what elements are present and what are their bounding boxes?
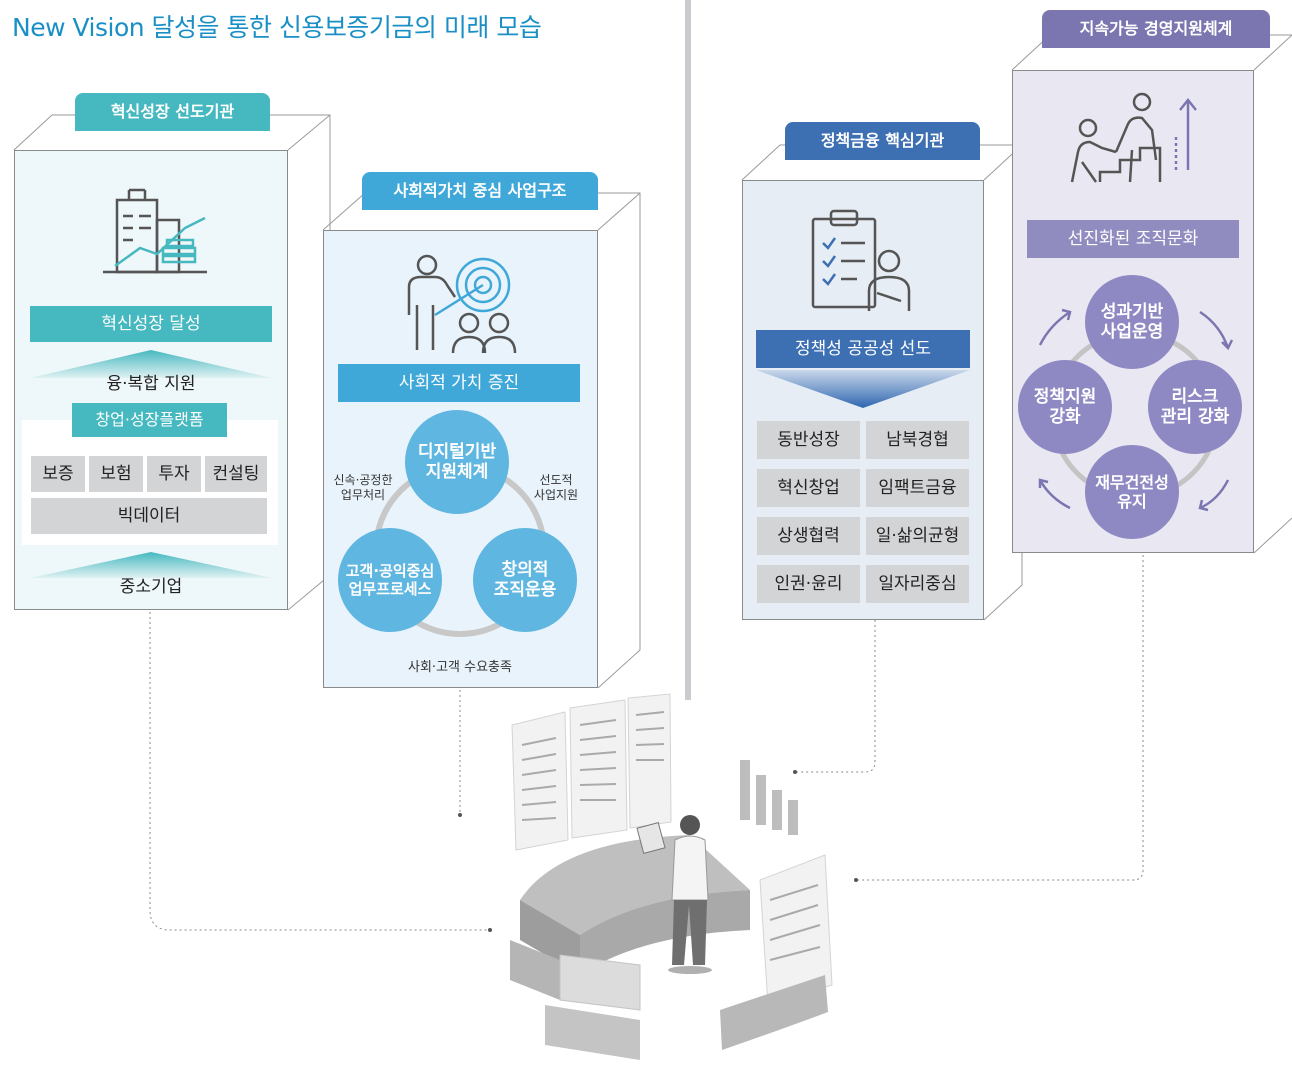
panel2-bar: 사회적 가치 증진 bbox=[338, 364, 580, 402]
panel3-tab: 정책금융 핵심기관 bbox=[785, 122, 980, 160]
panel3-item: 동반성장 bbox=[757, 421, 860, 459]
panel4-circle-policy: 정책지원 강화 bbox=[1018, 360, 1112, 454]
panel1-item: 투자 bbox=[147, 456, 201, 492]
panel1-item: 컨설팅 bbox=[205, 456, 267, 492]
panel3-item: 일자리중심 bbox=[866, 565, 969, 603]
panel2-tab: 사회적가치 중심 사업구조 bbox=[362, 172, 598, 210]
panel3-item: 인권·윤리 bbox=[757, 565, 860, 603]
panel3-bar: 정책성 공공성 선도 bbox=[756, 330, 970, 368]
panel1-tab: 혁신성장 선도기관 bbox=[75, 93, 270, 131]
panel2-circle-creative: 창의적 조직운용 bbox=[473, 528, 577, 632]
panel1-arrow-label: 융·복합 지원 bbox=[106, 374, 196, 394]
panel3-item: 남북경협 bbox=[866, 421, 969, 459]
panel1-bar: 혁신성장 달성 bbox=[30, 306, 272, 342]
page-title: New Vision 달성을 통한 신용보증기금의 미래 모습 bbox=[12, 13, 542, 42]
panel2-label-bottom: 사회·고객 수요충족 bbox=[408, 660, 512, 675]
building-growth-icon bbox=[103, 188, 207, 274]
panel1-platform-top: 창업·성장플랫폼 bbox=[72, 403, 227, 437]
panel3-arrow-down bbox=[756, 370, 970, 408]
panel4-circle-risk: 리스크 관리 강화 bbox=[1148, 360, 1242, 454]
panel3-item: 혁신창업 bbox=[757, 469, 860, 507]
panel1-arrow-up-2 bbox=[30, 552, 272, 578]
panel3-item: 상생협력 bbox=[757, 517, 860, 555]
panel3-item: 임팩트금융 bbox=[866, 469, 969, 507]
panel4-circle-performance: 성과기반 사업운영 bbox=[1085, 275, 1179, 369]
panel2-circle-customer: 고객·공익중심 업무프로세스 bbox=[338, 528, 442, 632]
panel2-label-left: 신속·공정한 업무처리 bbox=[333, 473, 393, 502]
central-illustration bbox=[510, 693, 833, 1060]
panel4-bar: 선진화된 조직문화 bbox=[1027, 220, 1239, 258]
panel3-item: 일·삶의균형 bbox=[866, 517, 969, 555]
climbing-stairs-icon bbox=[1070, 92, 1197, 183]
panel1-bigdata: 빅데이터 bbox=[31, 498, 267, 534]
panel2-circle-digital: 디지털기반 지원체계 bbox=[405, 410, 509, 514]
panel1-arrow-up-1 bbox=[30, 350, 272, 378]
panel4-circle-finance: 재무건전성 유지 bbox=[1085, 445, 1179, 539]
panel1-item: 보험 bbox=[89, 456, 143, 492]
panel1-bottom: 중소기업 bbox=[119, 577, 183, 597]
center-divider bbox=[685, 0, 691, 700]
panel1-item: 보증 bbox=[31, 456, 85, 492]
panel4-tab: 지속가능 경영지원체계 bbox=[1042, 10, 1270, 48]
target-people-icon bbox=[407, 254, 517, 354]
panel2-label-right: 선도적 사업지원 bbox=[533, 473, 579, 502]
checklist-person-icon bbox=[811, 209, 911, 311]
